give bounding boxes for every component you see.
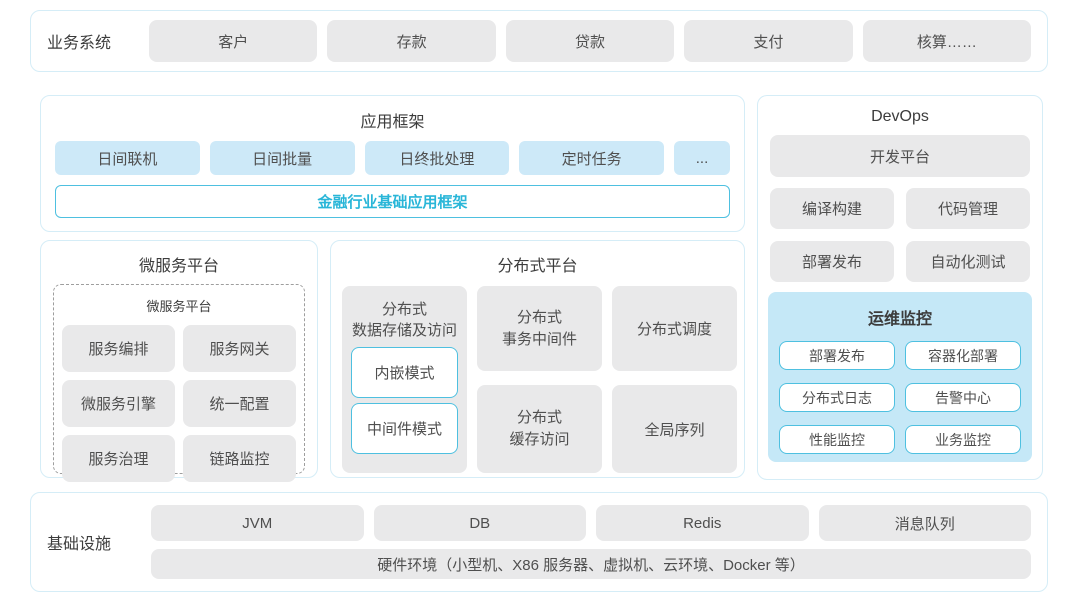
dist-cell-scheduling: 分布式调度 (612, 286, 737, 371)
app-item-eod-batch: 日终批处理 (364, 141, 510, 175)
app-item-more: ... (674, 141, 730, 175)
devops-title: DevOps (871, 108, 929, 125)
ops-monitor-title: 运维监控 (867, 311, 932, 328)
infra-item-mq: 消息队列 (818, 505, 1031, 541)
business-systems-panel: 业务系统 客户 存款 贷款 支付 核算…… (30, 10, 1048, 72)
app-framework-items: 日间联机 日间批量 日终批处理 定时任务 ... (55, 141, 730, 175)
ops-item-deploy-release: 部署发布 (779, 341, 895, 370)
app-framework-title: 应用框架 (360, 114, 425, 131)
distributed-title: 分布式平台 (497, 258, 578, 275)
infrastructure-label: 基础设施 (47, 536, 112, 553)
storage-mode-embedded: 内嵌模式 (351, 347, 458, 398)
business-item-loan: 贷款 (505, 20, 675, 62)
app-framework-panel: 应用框架 日间联机 日间批量 日终批处理 定时任务 ... 金融行业基础应用框架 (40, 95, 745, 232)
micro-item-engine: 微服务引擎 (62, 380, 175, 427)
micro-item-governance: 服务治理 (62, 435, 175, 482)
dist-cell-transaction: 分布式 事务中间件 (477, 286, 602, 371)
app-item-scheduled-task: 定时任务 (519, 141, 664, 175)
business-item-payment: 支付 (684, 20, 853, 62)
app-item-daytime-online: 日间联机 (55, 141, 200, 175)
dist-cell-cache: 分布式 缓存访问 (477, 385, 602, 473)
ops-item-distributed-log: 分布式日志 (779, 383, 895, 412)
micro-item-gateway: 服务网关 (183, 325, 296, 372)
ops-item-container-deploy: 容器化部署 (905, 341, 1021, 370)
distributed-grid: 分布式 数据存储及访问 内嵌模式 中间件模式 分布式 事务中间件 分布式调度 分… (342, 286, 737, 473)
devops-dev-platform: 开发平台 (770, 135, 1030, 177)
business-systems-label: 业务系统 (47, 35, 112, 52)
infra-item-db: DB (373, 505, 586, 541)
infrastructure-items: JVM DB Redis 消息队列 硬件环境（小型机、X86 服务器、虚拟机、云… (151, 505, 1031, 579)
distributed-storage-title: 分布式 数据存储及访问 (351, 301, 457, 339)
ops-item-business-monitor: 业务监控 (905, 425, 1021, 454)
microservice-panel: 微服务平台 微服务平台 服务编排 服务网关 微服务引擎 统一配置 服务治理 链路… (40, 240, 318, 482)
devops-panel: DevOps 开发平台 编译构建 代码管理 部署发布 自动化测试 运维监控 部署… (757, 95, 1043, 480)
base-framework-box: 金融行业基础应用框架 (55, 185, 730, 218)
ops-monitor-panel: 运维监控 部署发布 容器化部署 分布式日志 告警中心 性能监控 业务监控 (768, 292, 1032, 462)
storage-mode-middleware: 中间件模式 (351, 403, 458, 454)
distributed-panel: 分布式平台 分布式 数据存储及访问 内嵌模式 中间件模式 分布式 事务中间件 分… (330, 240, 745, 478)
microservice-title: 微服务平台 (138, 258, 219, 275)
micro-item-trace-monitor: 链路监控 (183, 435, 296, 482)
devops-item-deploy: 部署发布 (770, 241, 894, 282)
distributed-storage-box: 分布式 数据存储及访问 内嵌模式 中间件模式 (342, 286, 467, 473)
infra-item-jvm: JVM (151, 505, 364, 541)
app-item-daytime-batch: 日间批量 (209, 141, 355, 175)
business-item-customer: 客户 (149, 20, 318, 62)
business-item-accounting: 核算…… (862, 20, 1032, 62)
infra-item-redis: Redis (596, 505, 809, 541)
micro-item-config: 统一配置 (183, 380, 296, 427)
ops-monitor-items: 部署发布 容器化部署 分布式日志 告警中心 性能监控 业务监控 (779, 341, 1021, 454)
microservice-items: 服务编排 服务网关 微服务引擎 统一配置 服务治理 链路监控 (62, 325, 296, 482)
business-item-deposit: 存款 (327, 20, 496, 62)
dist-cell-global-sequence: 全局序列 (612, 385, 737, 473)
ops-item-perf-monitor: 性能监控 (779, 425, 895, 454)
ops-item-alert-center: 告警中心 (905, 383, 1021, 412)
devops-item-code-mgmt: 代码管理 (906, 188, 1030, 229)
micro-item-orchestration: 服务编排 (62, 325, 175, 372)
devops-item-build: 编译构建 (770, 188, 894, 229)
microservice-inner-title: 微服务平台 (146, 299, 212, 314)
microservice-inner-box: 微服务平台 服务编排 服务网关 微服务引擎 统一配置 服务治理 链路监控 (53, 284, 305, 482)
devops-items: 编译构建 代码管理 部署发布 自动化测试 (770, 188, 1030, 282)
infrastructure-panel: 基础设施 JVM DB Redis 消息队列 硬件环境（小型机、X86 服务器、… (30, 492, 1048, 592)
devops-item-auto-test: 自动化测试 (906, 241, 1030, 282)
infra-hardware-env: 硬件环境（小型机、X86 服务器、虚拟机、云环境、Docker 等） (151, 549, 1031, 579)
